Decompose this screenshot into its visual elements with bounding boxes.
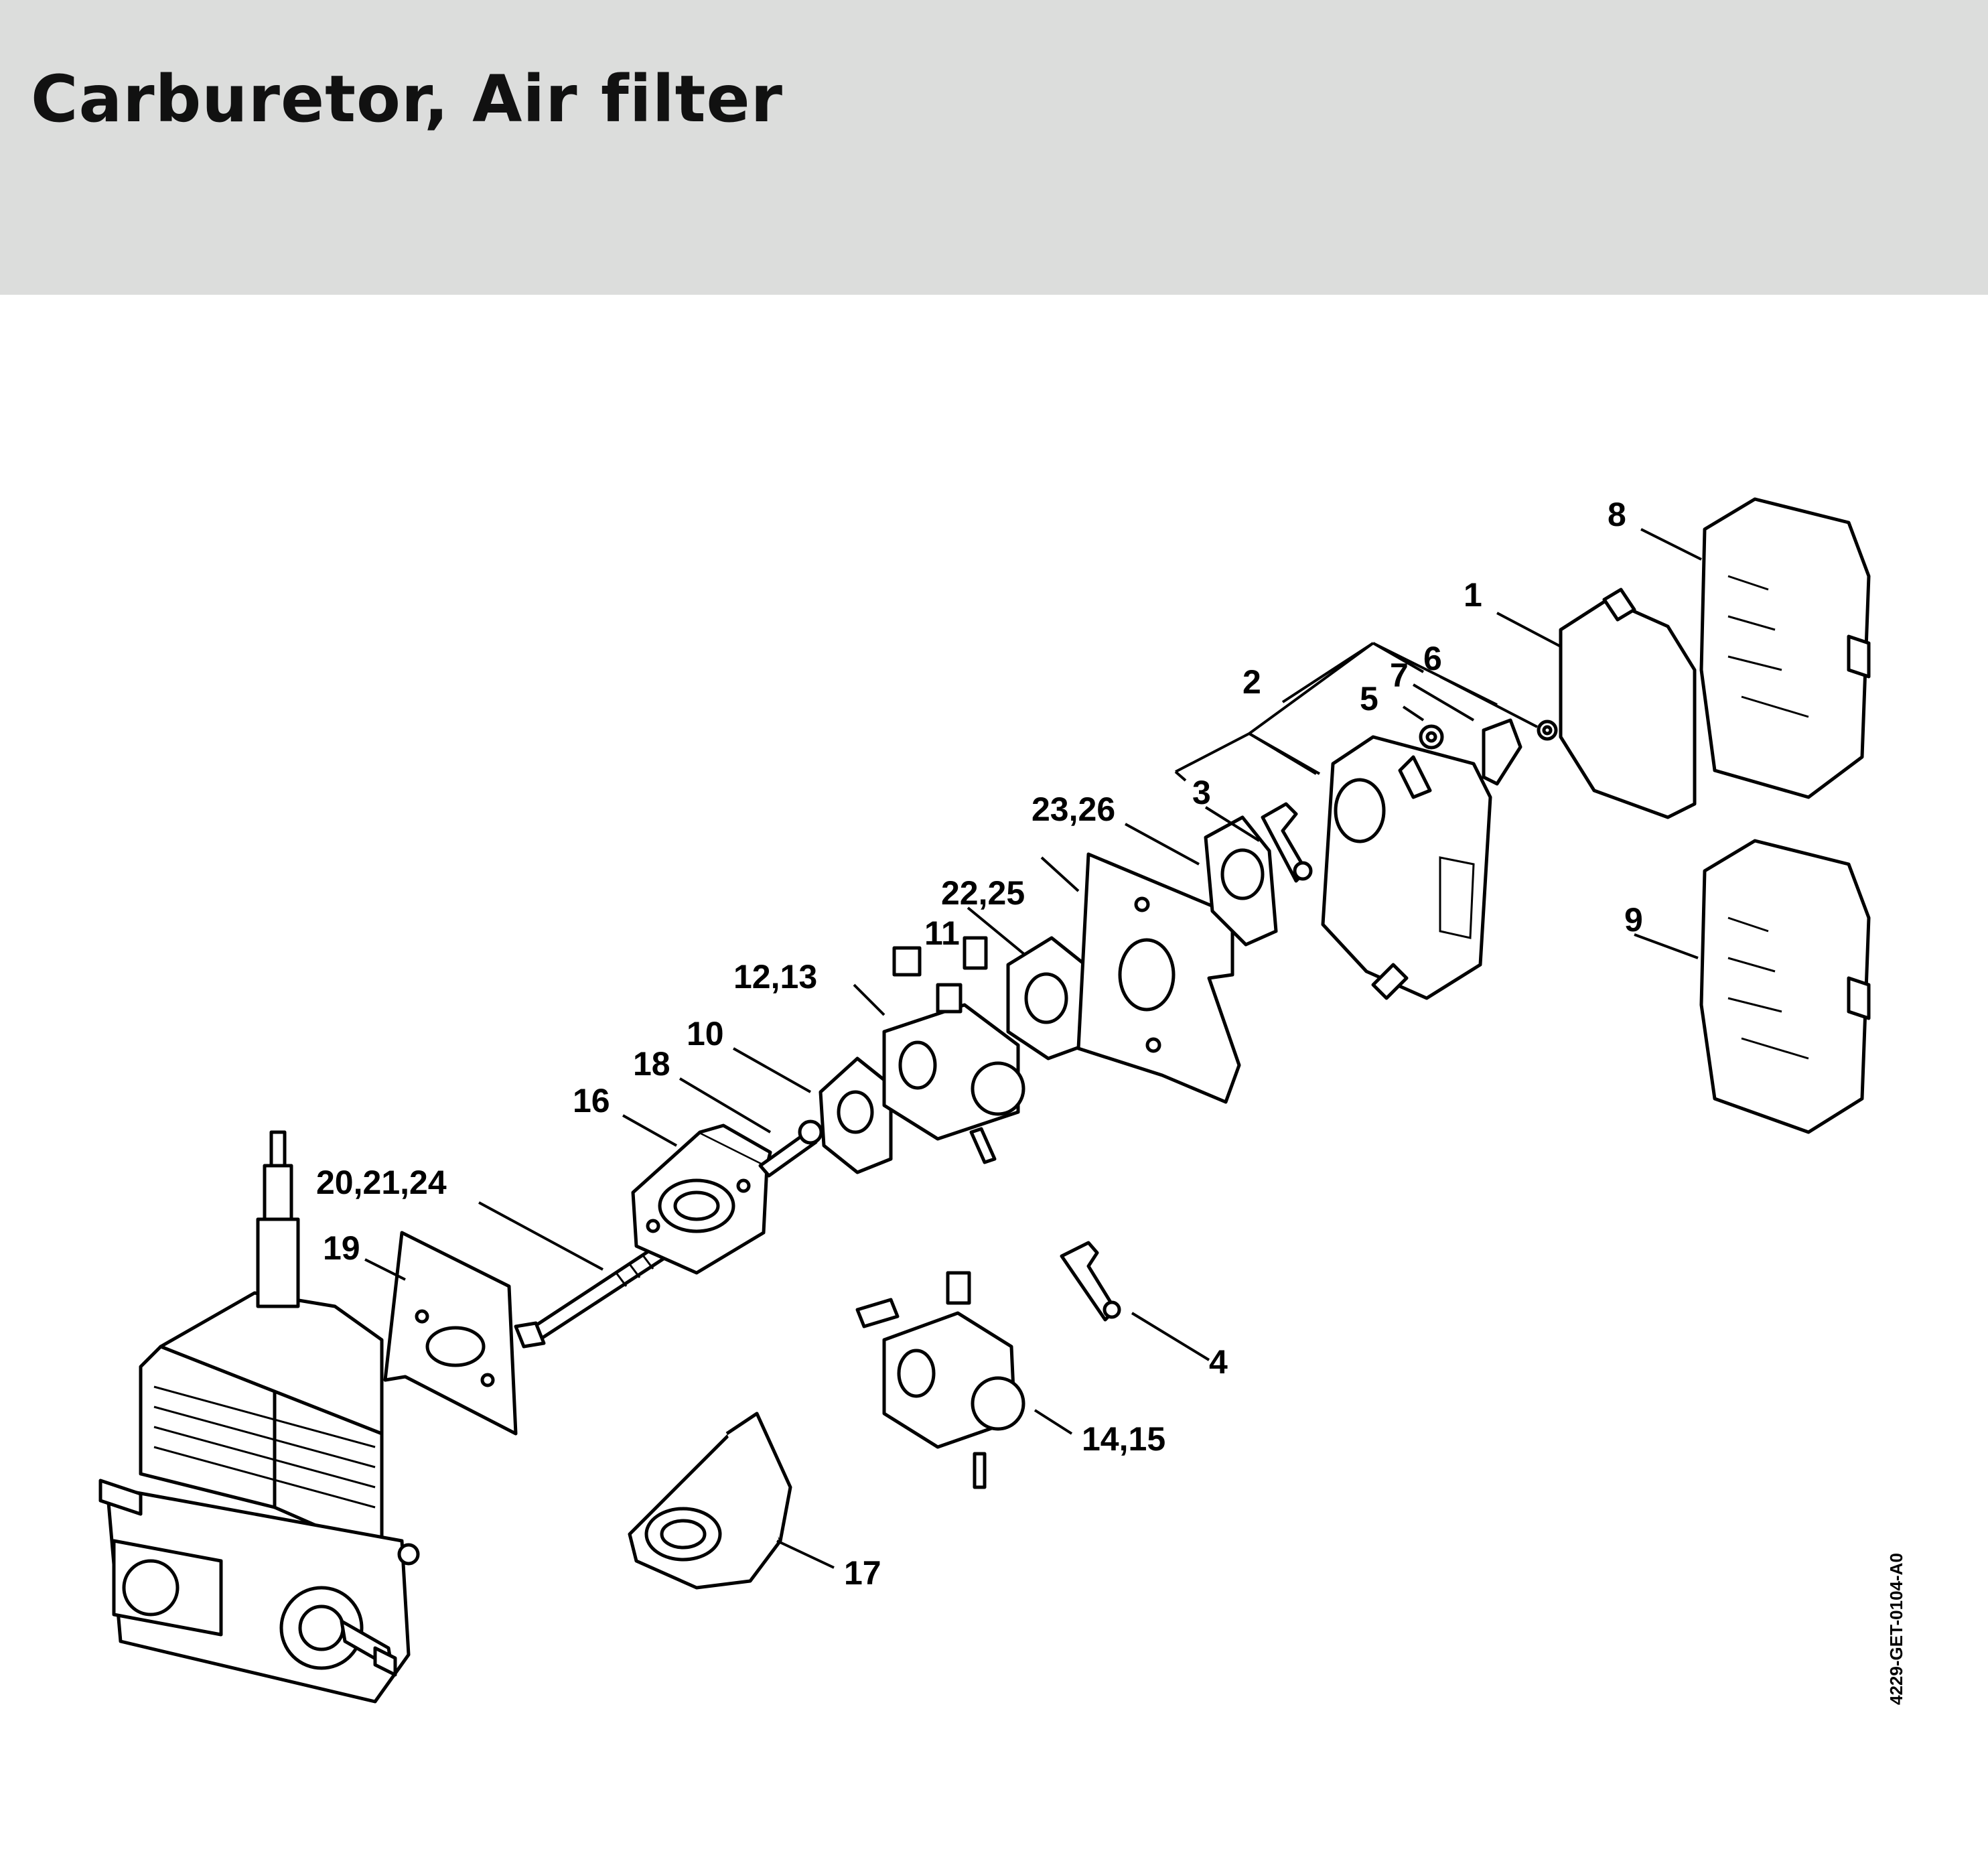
part-14-15-carburetor: [855, 1271, 1025, 1489]
callout-16: 16: [573, 1082, 610, 1119]
page-title: Carburetor, Air filter: [31, 62, 783, 137]
header-band: Carburetor, Air filter: [0, 0, 1988, 295]
callout-12-13: 12,13: [733, 958, 817, 996]
part-22-25-baseplate: [1076, 852, 1241, 1104]
part-6-washer: [1537, 720, 1558, 741]
part-3-choke-lever: [1261, 802, 1313, 883]
callout-9: 9: [1624, 901, 1643, 939]
part-2-air-filter-housing: [1321, 735, 1492, 1000]
part-10-gasket: [819, 1056, 893, 1174]
part-18-screw: [758, 1119, 823, 1178]
callout-7: 7: [1390, 657, 1409, 694]
part-23-26-gasket: [1204, 815, 1278, 947]
part-5-nut: [1419, 724, 1444, 750]
callout-labels: 8 1 2 6 7 5 3 23,26 22,25 11 12,13 10 18…: [316, 496, 1643, 1592]
callout-8: 8: [1608, 496, 1626, 533]
engine-drawing: [98, 1130, 420, 1704]
part-16-intake-manifold: [631, 1123, 772, 1275]
part-19-gasket: [383, 1231, 518, 1436]
callout-5: 5: [1360, 680, 1378, 717]
part-20-21-24-bolt: [514, 1244, 666, 1349]
drawing-code: 4229-GET-0104-A0: [1886, 1553, 1906, 1705]
part-12-13-carburetor: [882, 936, 1025, 1164]
callout-14-15: 14,15: [1082, 1420, 1165, 1458]
part-8-filter-cover: [1699, 497, 1871, 799]
part-17-intake-manifold: [628, 1412, 792, 1590]
leader-lines: [364, 528, 1702, 1569]
part-9-filter-cover: [1699, 839, 1871, 1134]
part-7-lever: [1482, 718, 1522, 786]
callout-18: 18: [633, 1045, 670, 1083]
callout-1: 1: [1464, 576, 1482, 614]
part-1-air-filter: [1559, 588, 1697, 819]
callout-2: 2: [1242, 663, 1261, 701]
callout-3: 3: [1192, 774, 1211, 811]
callout-23-26: 23,26: [1032, 791, 1115, 828]
callout-20-21-24: 20,21,24: [316, 1164, 447, 1201]
callout-6: 6: [1423, 640, 1442, 677]
callout-17: 17: [844, 1554, 881, 1592]
part-4-lever: [1060, 1241, 1121, 1322]
callout-19: 19: [323, 1229, 360, 1267]
part-11-gasket: [1006, 936, 1087, 1060]
callout-11: 11: [924, 914, 960, 952]
callout-10: 10: [687, 1015, 724, 1052]
callout-22-25: 22,25: [941, 874, 1025, 912]
callout-4: 4: [1209, 1343, 1228, 1381]
